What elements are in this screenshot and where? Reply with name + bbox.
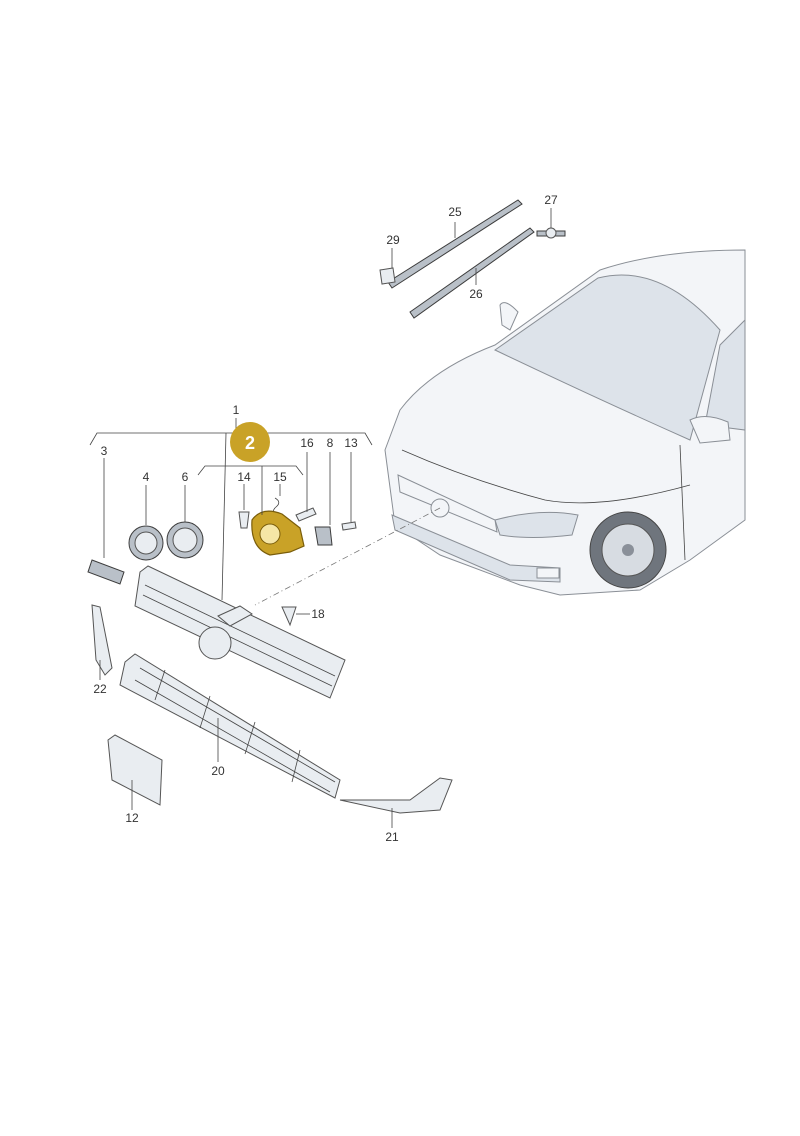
screw-18: [281, 606, 297, 627]
callout-1[interactable]: 1: [233, 403, 240, 417]
callout-20[interactable]: 20: [211, 764, 225, 778]
bracket-2: [197, 465, 304, 476]
bumper-trim-21: [339, 777, 453, 814]
callout-16[interactable]: 16: [300, 436, 314, 450]
lower-grille-slat-2: [134, 679, 331, 793]
license-plate-bracket-12: [107, 734, 163, 806]
callout-3[interactable]: 3: [101, 444, 108, 458]
clip-16: [295, 507, 317, 522]
callout-14[interactable]: 14: [237, 470, 251, 484]
highlighted-part-lens: [259, 523, 281, 545]
wheel-hub: [622, 544, 634, 556]
side-mirror: [689, 416, 731, 444]
roof-strip-26: [409, 227, 535, 319]
upper-grille-slat-2: [142, 594, 333, 687]
callout-12[interactable]: 12: [125, 811, 139, 825]
callout-29[interactable]: 29: [386, 233, 400, 247]
highlight-badge[interactable]: 2: [230, 422, 270, 462]
emblem-4-inner: [134, 531, 158, 555]
callout-labels: 1 3 4 6 14 15 16 8 13 18 22 20 12 21 25 …: [93, 193, 558, 844]
side-window: [704, 318, 746, 431]
clip-14: [238, 511, 250, 529]
car-to-grille-leader: [254, 507, 441, 606]
emblem-6-inner: [172, 527, 198, 553]
door-line: [679, 444, 686, 561]
headlight: [494, 511, 579, 538]
leader-lines: [89, 208, 552, 828]
callout-8[interactable]: 8: [327, 436, 334, 450]
clip-29: [379, 267, 396, 285]
lower-grille-bar-2: [199, 695, 211, 729]
car-front-illustration: [384, 249, 746, 596]
hood-line: [401, 449, 691, 504]
lower-grille-bar-4: [291, 749, 301, 783]
lower-grille-slat-1: [139, 667, 336, 783]
upper-grille: [134, 565, 346, 699]
callout-4[interactable]: 4: [143, 470, 150, 484]
side-trim-22: [91, 604, 113, 676]
callout-21[interactable]: 21: [385, 830, 399, 844]
highlight-badge-circle[interactable]: [230, 422, 270, 462]
bracket-1: [89, 432, 373, 446]
callout-27[interactable]: 27: [544, 193, 558, 207]
windshield: [494, 274, 721, 441]
callout-6[interactable]: 6: [182, 470, 189, 484]
sensor-8: [314, 526, 333, 546]
left-mirror: [499, 302, 519, 331]
upper-grille-slat-1: [144, 584, 336, 677]
lower-grille-bar-3: [244, 721, 256, 755]
callout-13[interactable]: 13: [344, 436, 358, 450]
callout-15[interactable]: 15: [273, 470, 287, 484]
upper-grille-frame: [134, 565, 346, 699]
badge-3: [87, 559, 125, 585]
highlighted-part-2: [251, 510, 305, 556]
grille-emblem-ring: [198, 626, 232, 660]
emblem-mount: [217, 605, 253, 627]
roof-strip-25: [387, 199, 523, 289]
leader-1-down: [221, 432, 227, 601]
callout-18[interactable]: 18: [311, 607, 325, 621]
lower-grille-bar-1: [154, 669, 166, 701]
roof-trim-group: [379, 199, 566, 319]
lower-grille: [119, 653, 341, 799]
highlight-badge-label[interactable]: 2: [245, 433, 255, 453]
callout-26[interactable]: 26: [469, 287, 483, 301]
screw-13: [341, 521, 357, 531]
clip-27-head: [545, 227, 557, 239]
callout-22[interactable]: 22: [93, 682, 107, 696]
lower-grille-frame: [119, 653, 341, 799]
callout-25[interactable]: 25: [448, 205, 462, 219]
fog-lamp: [536, 567, 560, 579]
